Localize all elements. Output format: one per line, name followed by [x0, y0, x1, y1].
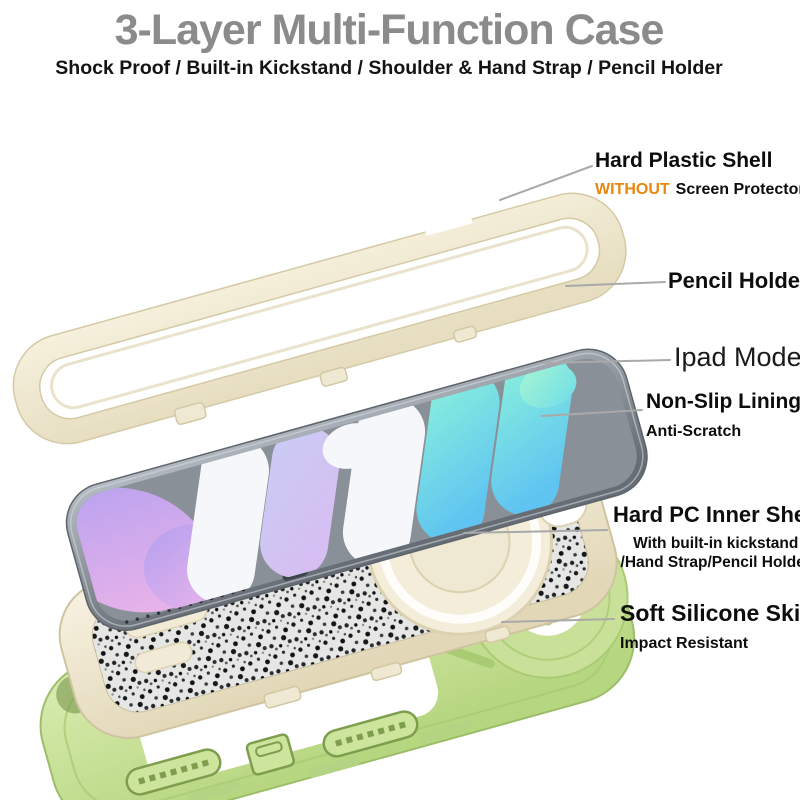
page-subtitle: Shock Proof / Built-in Kickstand / Shoul…	[55, 57, 723, 80]
callout-non-slip-lining: Non-Slip Lining Anti-Scratch	[646, 390, 800, 441]
callout-subtitle: Impact Resistant	[620, 635, 749, 653]
callout-hard-pc-inner-shell: Hard PC Inner Shell With built-in kickst…	[613, 503, 800, 571]
speaker-grille-right	[322, 710, 419, 758]
leader-lines	[463, 165, 671, 623]
callout-title: Hard Plastic Shell	[595, 149, 773, 172]
without-accent: WITHOUT	[595, 181, 670, 199]
callout-subtitle: WITHOUT Screen Protector	[595, 181, 800, 199]
callout-hard-plastic-shell: Hard Plastic Shell WITHOUT Screen Protect…	[595, 149, 800, 199]
callout-pencil-holder: Pencil Holder	[668, 269, 800, 292]
callout-title: Pencil Holder	[668, 268, 800, 293]
mini-wallpaper	[69, 351, 577, 613]
leader-non-slip-lining	[541, 409, 643, 417]
callout-subtitle-line1: With built-in kickstand	[633, 535, 799, 553]
leader-hard-plastic-shell	[499, 165, 593, 201]
leader-pencil-holder	[565, 281, 666, 287]
callout-title: Non-Slip Lining	[646, 390, 800, 413]
page-title: 3-Layer Multi-Function Case	[114, 6, 665, 54]
speaker-grille-left	[125, 748, 222, 796]
ipad-layer	[65, 348, 648, 632]
screen-protector-text: Screen Protector	[675, 181, 800, 199]
charge-port	[245, 733, 295, 776]
callout-title: Hard PC Inner Shell	[613, 502, 800, 527]
callout-title: Soft Silicone Skin	[620, 600, 800, 626]
hard-plastic-shell-layer	[12, 192, 627, 445]
leader-ipad-model	[543, 359, 671, 364]
pencil-holder-notch	[423, 211, 473, 236]
callout-subtitle-line2: /Hand Strap/Pencil Holder	[620, 554, 800, 572]
frame-latch-tabs	[173, 325, 478, 426]
leader-hard-pc-inner-shell	[463, 529, 608, 534]
callout-title: Ipad Model	[674, 342, 800, 372]
callout-subtitle: Anti-Scratch	[646, 423, 742, 441]
callout-soft-silicone-skin: Soft Silicone Skin Impact Resistant	[620, 601, 800, 653]
callout-ipad-model: Ipad Model	[674, 342, 800, 373]
leader-soft-silicone-skin	[501, 618, 615, 623]
header: 3-Layer Multi-Function Case Shock Proof …	[0, 6, 778, 80]
